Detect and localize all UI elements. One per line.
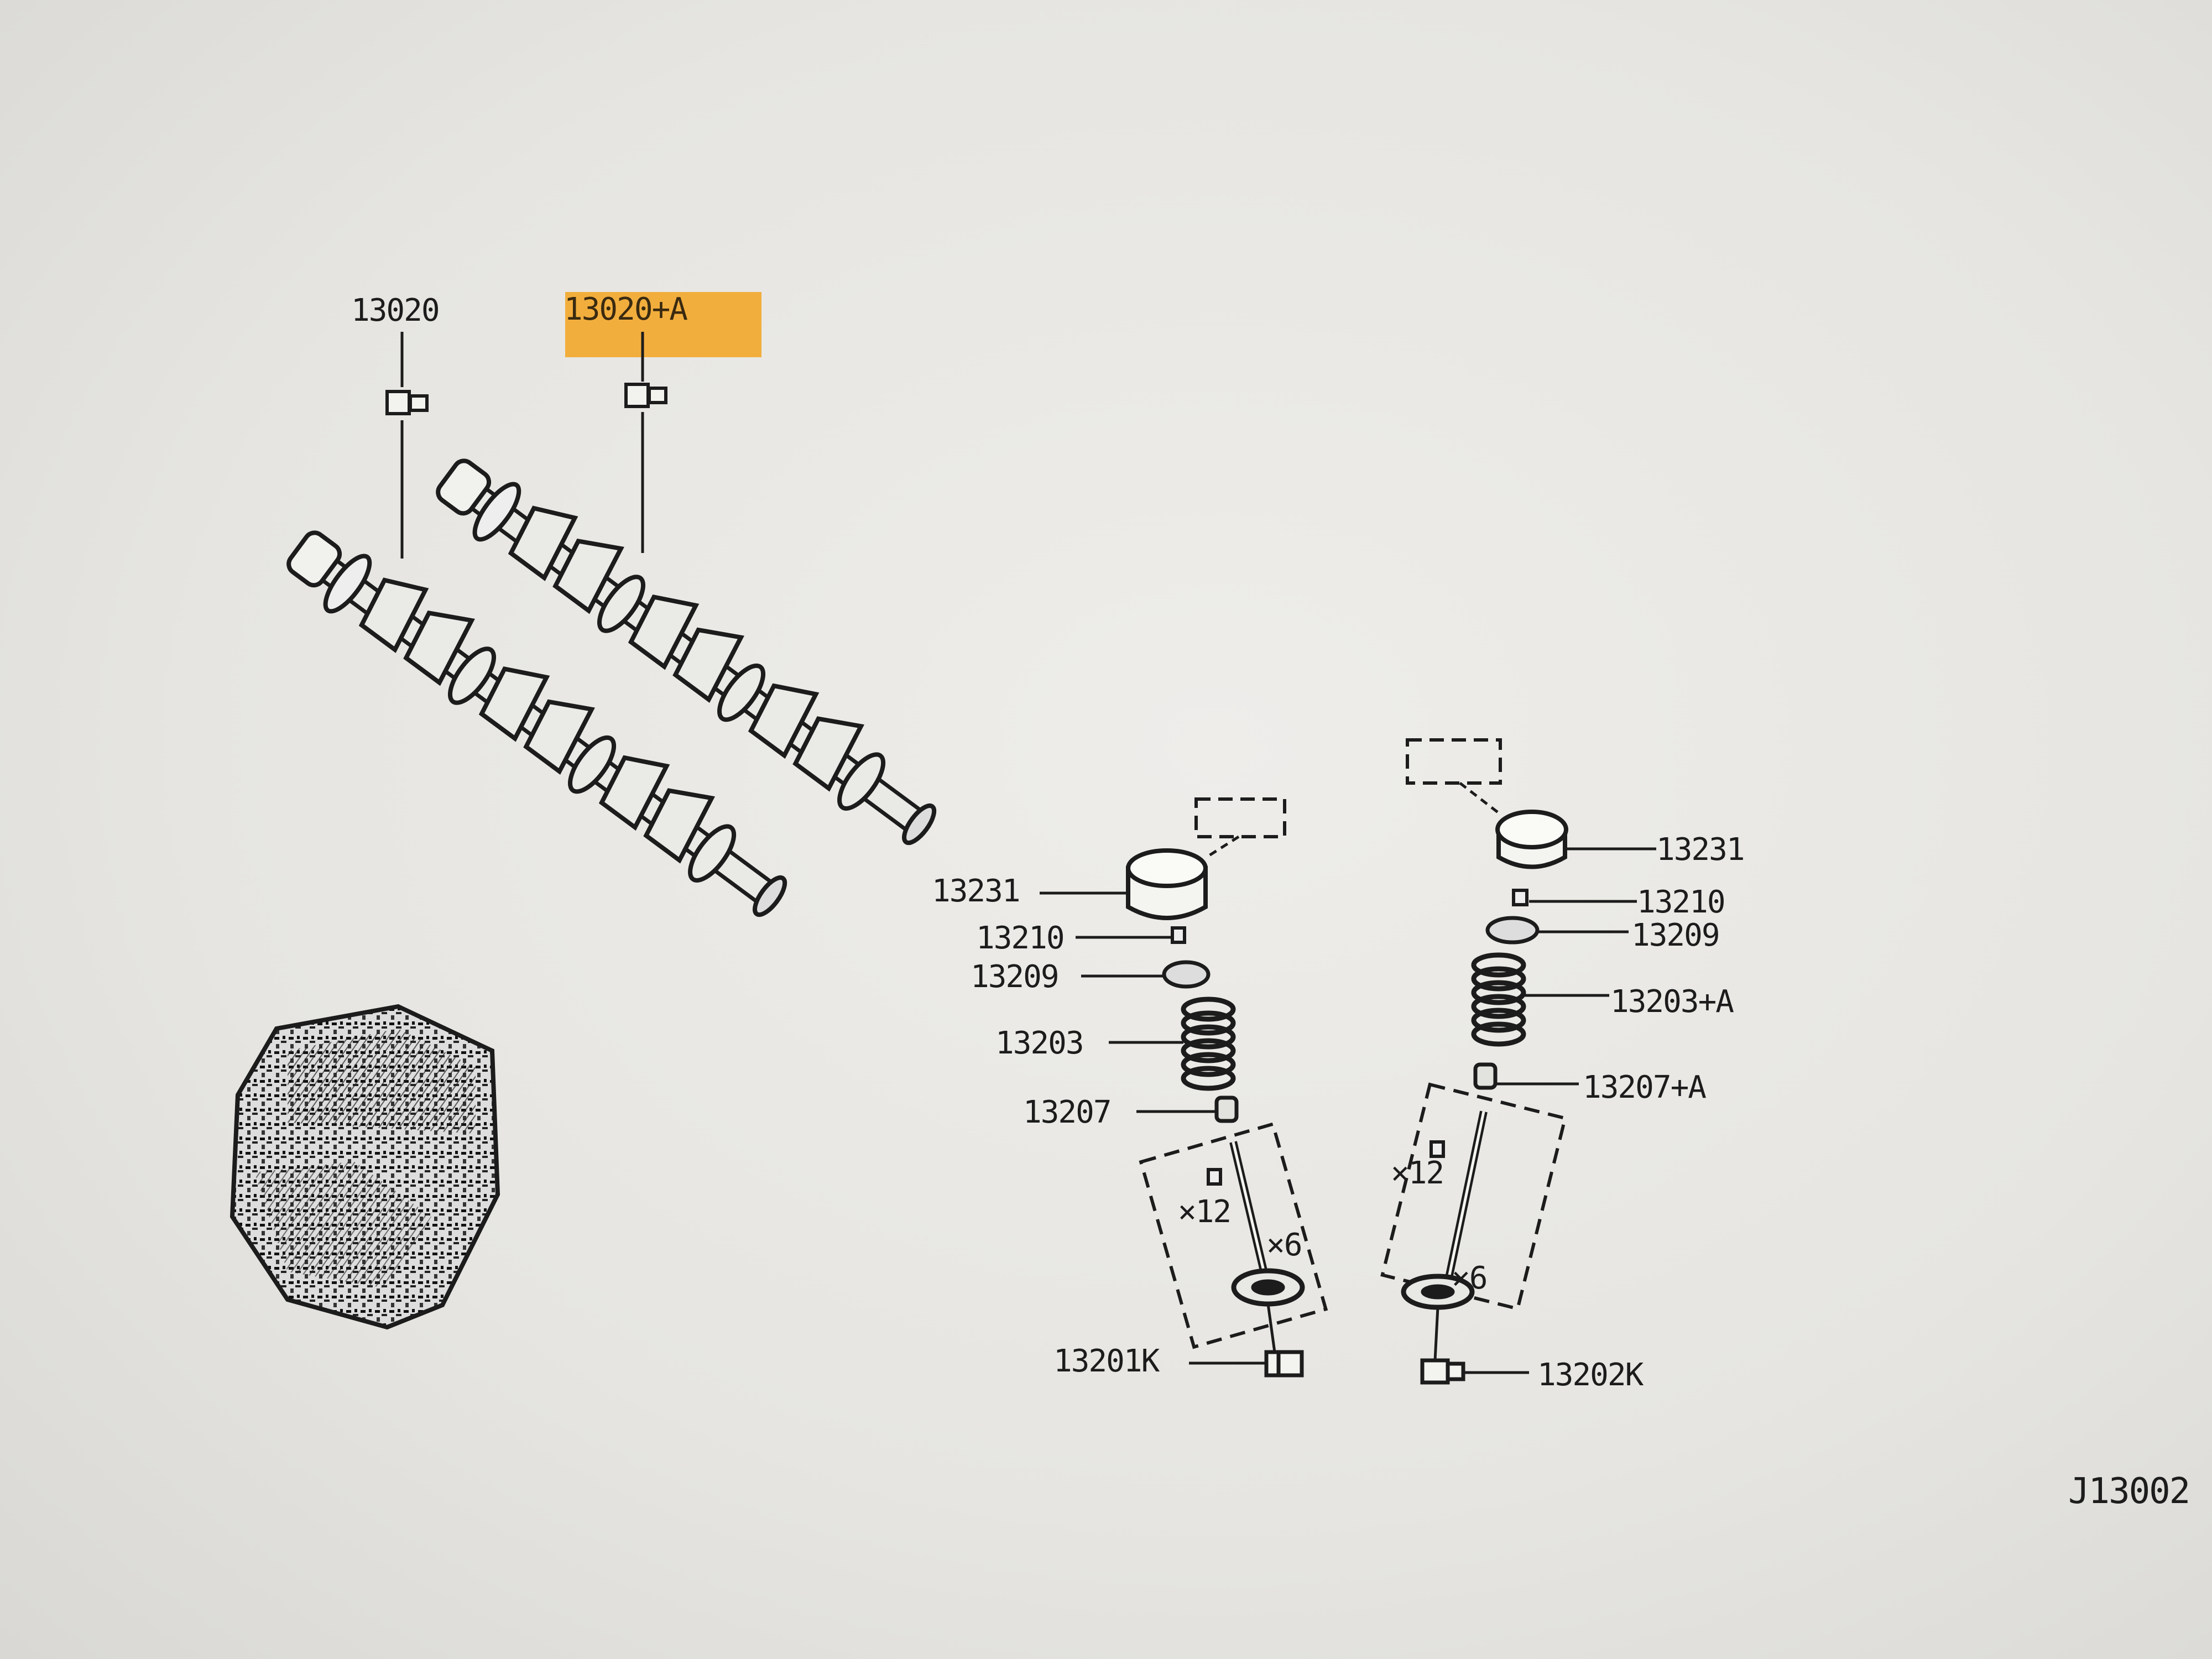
- qty-right-x6: ×6: [1452, 1260, 1486, 1296]
- label-left-spring[interactable]: 13203: [995, 1025, 1084, 1061]
- valve-left-leaders: [1040, 891, 1276, 1365]
- valve-lifter-icon: [1126, 848, 1208, 920]
- valve-lifter-icon: [1495, 810, 1568, 869]
- label-right-retainer[interactable]: 13209: [1631, 917, 1720, 953]
- label-left-lifter[interactable]: 13231: [932, 873, 1021, 909]
- shim-icon: [1512, 889, 1528, 906]
- drawing-code: J13002: [2068, 1471, 2190, 1512]
- valve-group-box: [1139, 1122, 1328, 1349]
- retainer-icon: [1162, 960, 1211, 989]
- label-left-valve-kit[interactable]: 13201K: [1053, 1343, 1161, 1379]
- label-right-valve-kit[interactable]: 13202K: [1537, 1357, 1645, 1393]
- valve-right-leaders: [1433, 847, 1656, 1374]
- valve-icon: [1229, 1141, 1305, 1307]
- valve-seal-icon: [1214, 1095, 1239, 1123]
- label-left-seal[interactable]: 13207: [1023, 1094, 1112, 1130]
- valve-kit-bag-icon: [1264, 1350, 1304, 1378]
- label-right-lifter[interactable]: 13231: [1656, 832, 1745, 868]
- qty-left-x12: ×12: [1178, 1194, 1230, 1230]
- shim-placeholder-box: [1406, 738, 1502, 785]
- engine-assembly-icon: [229, 1004, 500, 1330]
- camshaft-bolt-icon: [385, 383, 667, 415]
- callout-highlight: [565, 292, 761, 357]
- valve-seal-icon: [1473, 1062, 1498, 1090]
- label-right-seal[interactable]: 13207+A: [1583, 1070, 1707, 1105]
- valve-group-box: [1380, 1082, 1567, 1311]
- label-left-retainer[interactable]: 13209: [971, 959, 1060, 995]
- qty-right-x12: ×12: [1391, 1155, 1443, 1191]
- camshaft-exhaust-icon: [286, 530, 787, 917]
- valve-keeper-icon: [1430, 1140, 1445, 1158]
- camshaft-intake-icon: [436, 458, 937, 846]
- valve-spring-icon: [1471, 952, 1526, 1047]
- label-left-shim[interactable]: 13210: [976, 920, 1065, 956]
- valve-train-left: 13231 13210 13209 13203 13207 13201K ×12…: [932, 797, 1328, 1379]
- camshaft-leaders: [400, 332, 644, 559]
- valve-kit-bag-icon: [1420, 1358, 1465, 1385]
- valve-spring-icon: [1181, 997, 1236, 1091]
- valve-train-right: 13231 13210 13209 13203+A 13207+A 13202K…: [1380, 738, 1745, 1393]
- valve-keeper-icon: [1207, 1168, 1222, 1186]
- label-right-shim[interactable]: 13210: [1637, 884, 1726, 920]
- label-camshaft-intake[interactable]: 13020+A: [564, 291, 688, 327]
- retainer-icon: [1485, 916, 1540, 945]
- shim-icon: [1171, 926, 1186, 944]
- shim-placeholder-box: [1194, 797, 1286, 838]
- qty-left-x6: ×6: [1266, 1227, 1301, 1263]
- label-right-spring[interactable]: 13203+A: [1610, 984, 1735, 1020]
- label-camshaft-exhaust[interactable]: 13020: [351, 293, 440, 328]
